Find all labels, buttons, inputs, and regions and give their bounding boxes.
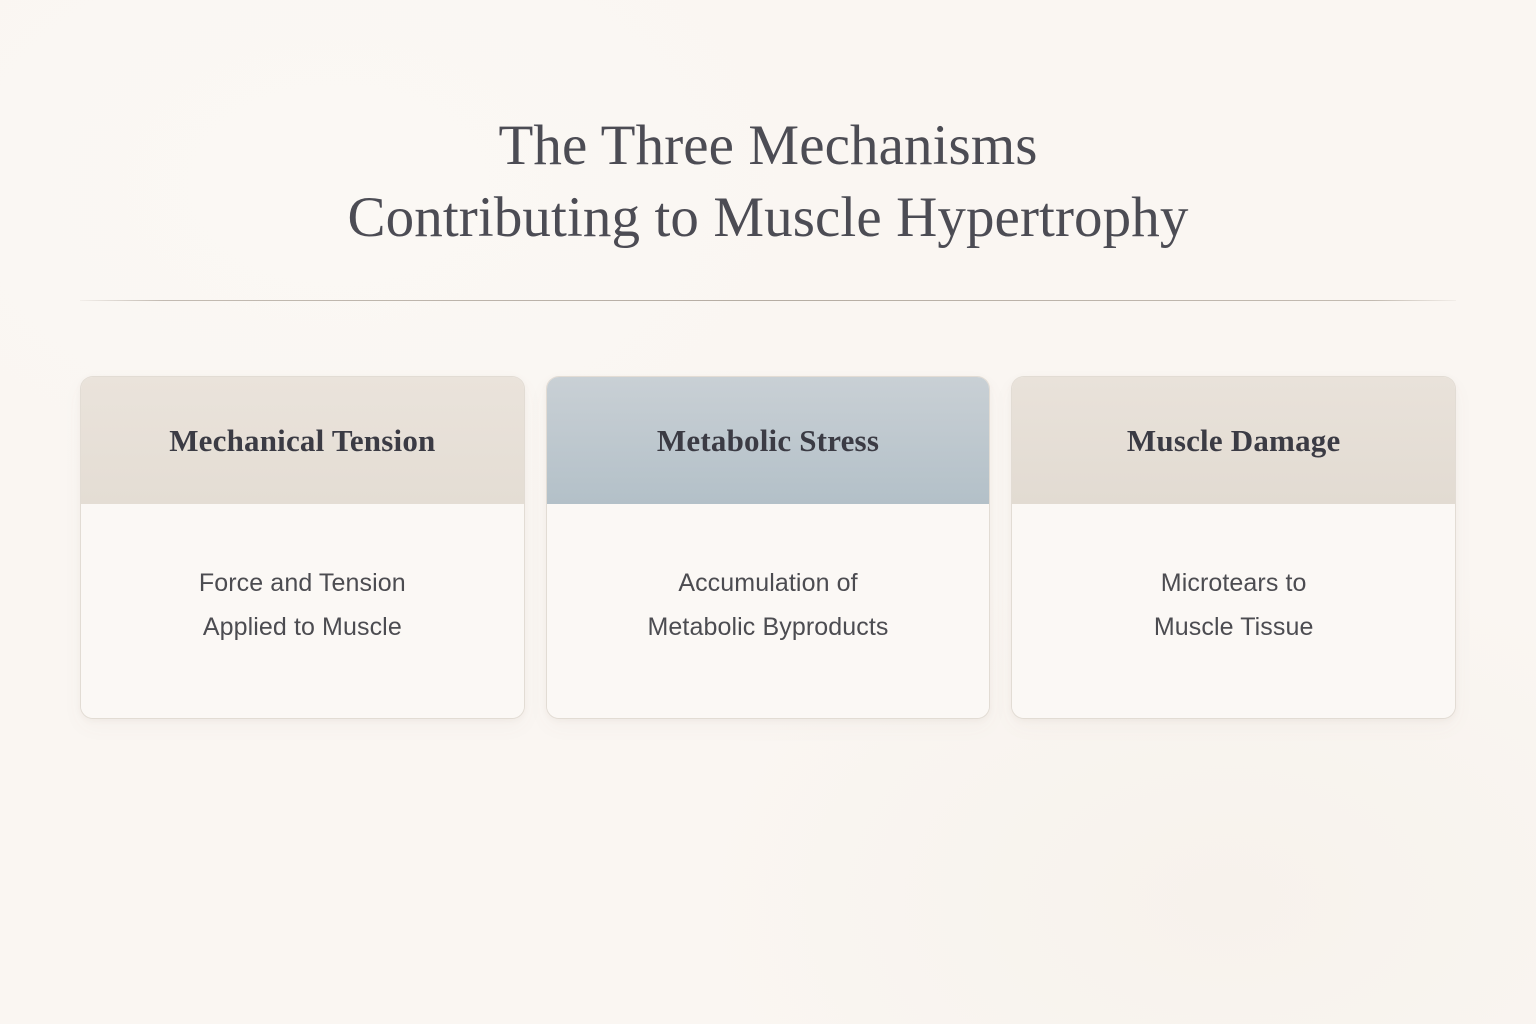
card-description-line-1: Microtears to (1160, 569, 1307, 597)
card-description-muscle-damage: Microtears to Muscle Tissue (1154, 561, 1314, 649)
page-title: The Three Mechanisms Contributing to Mus… (0, 110, 1536, 254)
card-body-muscle-damage: Microtears to Muscle Tissue (1012, 504, 1456, 718)
mechanism-card-metabolic-stress[interactable]: Metabolic Stress Accumulation of Metabol… (545, 376, 991, 719)
mechanism-card-row: Mechanical Tension Force and Tension App… (80, 376, 1457, 719)
mechanism-card-mechanical-tension[interactable]: Mechanical Tension Force and Tension App… (80, 376, 525, 719)
card-header-mechanical-tension: Mechanical Tension (81, 377, 524, 504)
card-title-mechanical-tension: Mechanical Tension (169, 422, 436, 458)
card-description-metabolic-stress: Accumulation of Metabolic Byproducts (648, 561, 889, 649)
card-description-line-1: Force and Tension (198, 569, 406, 597)
card-title-muscle-damage: Muscle Damage (1126, 422, 1341, 458)
card-description-line-2: Metabolic Byproducts (647, 613, 889, 641)
card-description-mechanical-tension: Force and Tension Applied to Muscle (199, 561, 406, 649)
card-title-metabolic-stress: Metabolic Stress (656, 422, 880, 458)
card-body-mechanical-tension: Force and Tension Applied to Muscle (81, 504, 524, 718)
page-title-line-1: The Three Mechanisms (498, 114, 1038, 177)
card-description-line-2: Muscle Tissue (1153, 613, 1314, 641)
card-header-metabolic-stress: Metabolic Stress (546, 377, 990, 504)
card-description-line-1: Accumulation of (678, 569, 858, 597)
card-body-metabolic-stress: Accumulation of Metabolic Byproducts (546, 504, 990, 718)
page-title-line-2: Contributing to Muscle Hypertrophy (347, 186, 1189, 249)
card-header-muscle-damage: Muscle Damage (1012, 377, 1456, 504)
card-description-line-2: Applied to Muscle (202, 613, 402, 641)
mechanism-card-muscle-damage[interactable]: Muscle Damage Microtears to Muscle Tissu… (1011, 376, 1457, 719)
title-divider (80, 300, 1456, 301)
